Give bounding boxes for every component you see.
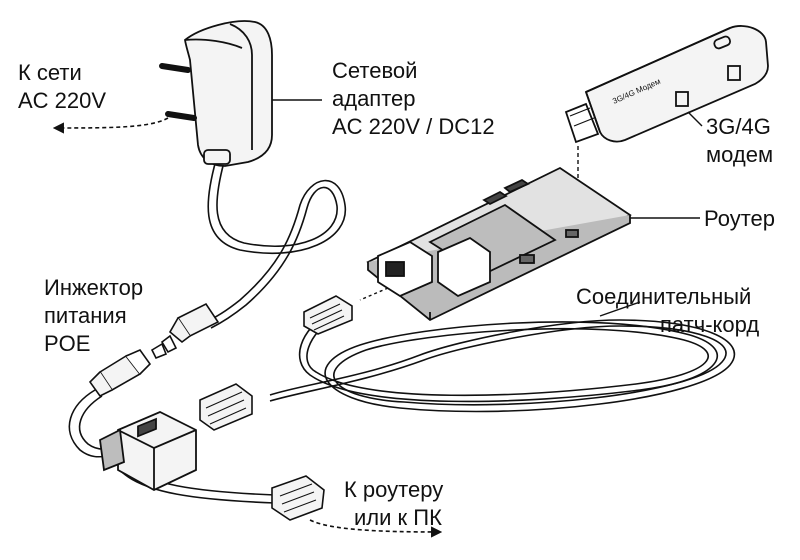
rj45-plug-pc bbox=[271, 475, 325, 521]
label-injector-3: POE bbox=[44, 331, 91, 356]
pc-arrow bbox=[309, 519, 443, 538]
poe-injector bbox=[99, 411, 197, 492]
rj45-plug-router bbox=[303, 295, 353, 335]
modem-leader bbox=[687, 111, 703, 127]
label-router: Роутер bbox=[704, 206, 775, 231]
dc-jack bbox=[88, 349, 152, 398]
rj45-plug-injector bbox=[199, 383, 253, 431]
label-adapter-3: AC 220V / DC12 bbox=[332, 114, 495, 139]
label-to-router-1: К роутеру bbox=[344, 477, 444, 502]
label-to-router-2: или к ПК bbox=[354, 505, 442, 530]
label-patch-1: Соединительный bbox=[576, 284, 752, 309]
router-board bbox=[366, 166, 632, 322]
dc-cable bbox=[204, 159, 346, 329]
label-modem-2: модем bbox=[706, 142, 774, 167]
label-patch-2: патч-корд bbox=[660, 312, 760, 337]
label-mains-1: К сети bbox=[18, 60, 82, 85]
power-adapter bbox=[159, 20, 273, 167]
label-injector-1: Инжектор bbox=[44, 275, 144, 300]
label-injector-2: питания bbox=[44, 303, 127, 328]
patch-cord bbox=[269, 311, 736, 413]
label-adapter-2: адаптер bbox=[332, 86, 416, 111]
label-adapter-1: Сетевой bbox=[332, 58, 418, 83]
label-modem-1: 3G/4G bbox=[706, 114, 771, 139]
router-port-link bbox=[359, 287, 389, 301]
dc-plug bbox=[150, 302, 220, 360]
mains-arrow bbox=[52, 117, 169, 134]
usb-modem bbox=[564, 25, 769, 144]
label-mains-2: AC 220V bbox=[18, 88, 107, 113]
patch-leader bbox=[599, 301, 641, 317]
